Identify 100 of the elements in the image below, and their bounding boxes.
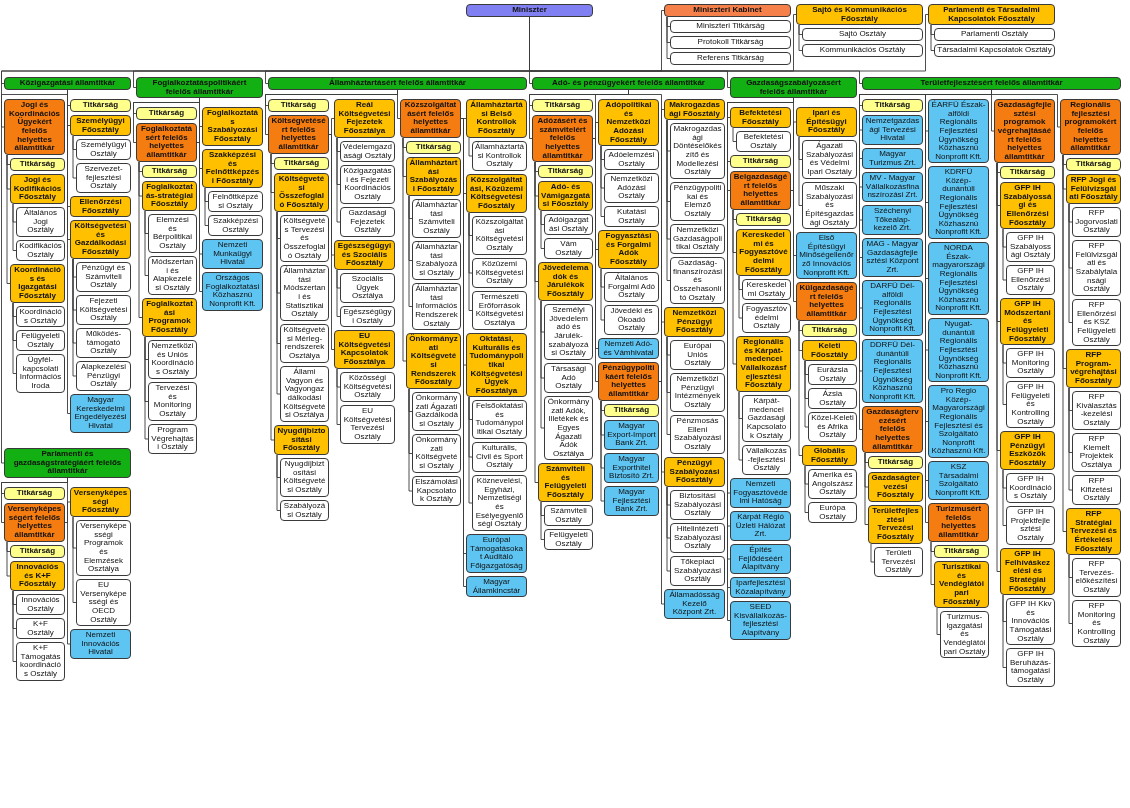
department-box: Egészségügyi és Szociális Főosztály — [334, 240, 395, 270]
unit-box: Miniszteri Titkárság — [670, 20, 791, 33]
connector-line — [408, 195, 413, 307]
connector-line — [328, 134, 335, 350]
unit-box: Szociális Ügyek Osztálya — [340, 273, 395, 303]
unit-box: Innovációs Osztály — [16, 594, 65, 616]
connector-line — [276, 211, 281, 395]
secretariat-box: Titkárság — [736, 213, 791, 226]
unit-box: Természeti Erőforrások Költségvetési Osztálya — [472, 291, 527, 330]
deputy-state-secretary-box: Belgazdaságért felelős helyettes államtitkár — [730, 171, 791, 210]
unit-box: Önkormányzati Költségvetési Osztály — [412, 434, 461, 473]
agency-box: Széchenyi Tőkealap-kezelő Zrt. — [862, 205, 923, 235]
connector-line — [798, 320, 803, 456]
connector-line — [738, 391, 743, 461]
unit-box: GFP IH Koordinációs Osztály — [1006, 473, 1055, 503]
deputy-state-secretary-box: Adózásért és számvitelért felelős helyettes államtitkár — [532, 115, 593, 163]
unit-box: Felügyeleti Osztály — [544, 529, 593, 551]
agency-box: Építés Fejlődéséért Alapítvány — [730, 544, 791, 574]
connector-line — [67, 89, 71, 414]
connector-line — [1068, 554, 1073, 624]
unit-box: Felügyeleti Osztály — [16, 330, 65, 352]
department-box: Adó- és Vámigazgatási Főosztály — [538, 181, 593, 211]
unit-box: Pénzügyi és Számviteli Osztály — [76, 262, 131, 292]
department-box: GFP IH Szabályossági és Ellenőrzési Főosztály — [1000, 182, 1055, 230]
unit-box: Kereskedelmi Osztály — [742, 279, 791, 301]
unit-box: GFP IH Felügyeleti és Kontrolling Osztály — [1006, 381, 1055, 429]
agency-box: Pro Regio Közép-Magyarországi Regionális Fejlesztési és Szolgáltató Nonprofit Közhasznú Kft. — [928, 385, 989, 458]
secretariat-box: Titkárság — [1066, 158, 1121, 171]
connector-line — [72, 516, 77, 603]
deputy-state-secretary-box: Pénzügypolitikáért felelős helyettes államtitkár — [598, 362, 659, 401]
department-box: Területfejlesztési Tervezési Főosztály — [868, 505, 923, 544]
unit-box: Kommunikációs Osztály — [802, 44, 923, 57]
secretariat-box: Titkárság — [70, 99, 131, 112]
unit-box: Versenyképességi Programok és Elemzések Osztálya — [76, 520, 131, 576]
unit-box: GFP IH Ellenőrzési Osztály — [1006, 265, 1055, 295]
department-box: Globális Főosztály — [802, 445, 857, 467]
department-box: Foglalkoztatás Szabályozási Főosztály — [202, 107, 263, 146]
unit-box: Kodifikációs Osztály — [16, 240, 65, 262]
unit-box: GFP IH Projektfejlesztési Osztály — [1006, 506, 1055, 545]
unit-box: Államháztartási Számviteli Osztály — [412, 199, 461, 238]
state-secretary-box: Parlamenti és gazdaságstratégiáért felelős államtitkár — [4, 448, 131, 478]
agency-box: Nemzeti Adó- és Vámhivatal — [598, 338, 659, 360]
state-secretary-box: Gazdaságszabályozásért felelős államtitkár — [730, 77, 857, 99]
agency-box: Országos Foglalkoztatási Közhasznú Nonprofit Kft. — [202, 272, 263, 311]
connector-line — [600, 400, 605, 502]
secretariat-box: Titkárság — [142, 165, 197, 178]
unit-box: Referens Titkárság — [670, 52, 791, 65]
department-box: Ipari és Építésügyi Főosztály — [796, 107, 857, 137]
agency-box: SEED Kisvállalkozás-fejlesztési Alapítvány — [730, 601, 791, 640]
connector-line — [144, 210, 149, 276]
connector-line — [732, 209, 737, 365]
department-box: GFP IH Módszertani és Felügyeleti Főosztály — [1000, 298, 1055, 346]
department-box: Nyugdíjbiztosítási Főosztály — [274, 425, 329, 455]
unit-box: Adóelemzési Osztály — [604, 149, 659, 171]
unit-box: Alapkezelési Pénzügyi Osztály — [76, 361, 131, 391]
connector-line — [732, 127, 737, 142]
unit-box: Államháztartási Módszertani és Statisztikai Osztály — [280, 265, 329, 321]
secretariat-box: Titkárság — [604, 404, 659, 417]
unit-box: Személyügyi Osztály — [76, 139, 131, 161]
cabinet-box: Miniszteri Kabinet — [664, 4, 791, 17]
connector-line — [738, 275, 743, 319]
department-box: RFP Stratégiai Tervezési és Értékelési Főosztály — [1066, 508, 1121, 556]
agency-box: Magyar Kereskedelmi Engedélyezési Hivatal — [70, 394, 131, 433]
connector-line — [12, 203, 17, 251]
unit-box: Európai Uniós Osztály — [670, 340, 725, 370]
department-box: Versenyképességi Főosztály — [70, 487, 131, 517]
connector-line — [402, 137, 407, 362]
connector-line — [600, 145, 605, 217]
department-box: Államháztartási Szabályozási Főosztály — [406, 157, 461, 196]
connector-line — [666, 486, 671, 572]
unit-box: RFP Kifizetési Osztály — [1072, 475, 1121, 505]
unit-box: Szervezet-fejlesztési Osztály — [76, 163, 131, 193]
secretariat-box: Titkárság — [274, 157, 329, 170]
deputy-state-secretary-box: Foglalkoztatásért felelős helyettes államtitkár — [136, 123, 197, 162]
unit-box: Államháztartási Információs Rendszerek Osztály — [412, 283, 461, 331]
connector-line — [658, 381, 665, 473]
unit-box: Gazdasági Fejezetek Osztály — [340, 207, 395, 237]
secretariat-box: Titkárság — [730, 155, 791, 168]
department-box: Foglalkoztatás-stratégiai Főosztály — [142, 181, 197, 211]
unit-box: Pénzmosás Elleni Szabályozási Osztály — [670, 415, 725, 454]
state-secretary-box: Államháztartásért felelős államtitkár — [268, 77, 527, 90]
unit-box: EU Versenyképességi és OECD Osztály — [76, 579, 131, 627]
connector-line — [6, 541, 11, 577]
unit-box: Államháztartási Szabályozási Osztály — [412, 241, 461, 280]
agency-box: Nemzeti Fogyasztóvédelmi Hatóság — [730, 478, 791, 508]
connector-line — [798, 136, 803, 206]
connector-line — [666, 119, 671, 281]
agency-box: MAG - Magyar Gazdaságfejlesztési Központ Zrt. — [862, 238, 923, 277]
unit-box: Parlamenti Osztály — [934, 28, 1055, 41]
department-box: Innovációs és K+F Főosztály — [10, 561, 65, 591]
agency-box: ÉARFÜ Észak-alföldi Regionális Fejlesztési Ügynökség Közhasznú Nonprofit Kft. — [928, 99, 989, 164]
connector-line — [328, 118, 335, 135]
unit-box: RFP Felülvizsgálati és Szabálytalansági Osztály — [1072, 240, 1121, 296]
deputy-state-secretary-box: Költségvetésért felelős helyettes államtitkár — [268, 115, 329, 154]
connector-line — [930, 541, 935, 585]
connector-line — [666, 336, 671, 435]
department-box: Jövedelemadók és Járulékok Főosztály — [538, 262, 593, 301]
unit-box: Védelemgazdasági Osztály — [340, 141, 395, 163]
connector-line — [468, 212, 473, 311]
agency-box: Európai Támogatásokat Auditáló Főigazgatóság — [466, 534, 527, 573]
